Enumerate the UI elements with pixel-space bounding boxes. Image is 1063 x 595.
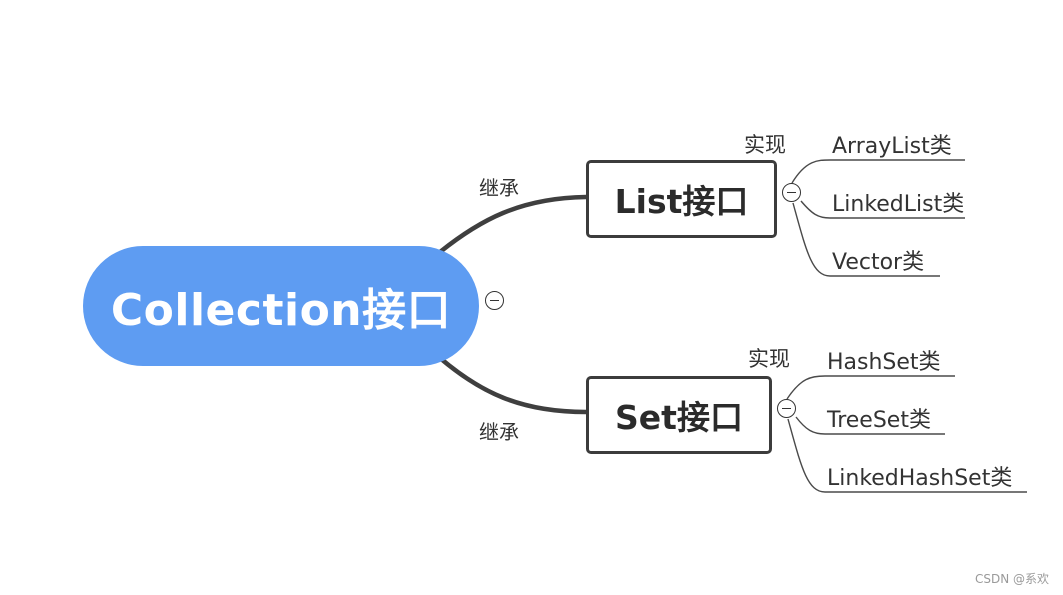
set-interface-label: Set接口 [615,398,743,437]
collapse-icon[interactable] [777,399,796,418]
edge-root-to-set [437,355,589,415]
list-interface-label: List接口 [614,182,749,221]
collapse-icon[interactable] [485,291,504,310]
leaf-node[interactable]: LinkedList类 [832,192,965,217]
edge-label-list: 继承 [479,176,519,200]
leaf-connector-list-2 [800,200,965,219]
leaf-node[interactable]: ArrayList类 [832,134,952,159]
collapse-icon[interactable] [782,183,801,202]
implement-label-list: 实现 [744,133,786,157]
edge-root-to-list [437,194,589,255]
leaf-connector-set-3 [787,418,1027,493]
leaf-connector-set-2 [795,416,945,435]
set-interface-node[interactable]: Set接口 [586,376,772,454]
list-interface-node[interactable]: List接口 [586,160,777,238]
leaf-connector-set-1 [786,375,955,400]
leaf-node[interactable]: TreeSet类 [827,408,931,433]
watermark: CSDN @系欢 [974,572,1049,586]
edge-label-set: 继承 [479,420,519,444]
leaf-node[interactable]: LinkedHashSet类 [827,466,1013,491]
root-node-label: Collection接口 [110,285,452,336]
leaf-connector-list-1 [791,159,965,184]
implement-label-set: 实现 [748,347,790,371]
root-node[interactable]: Collection接口 [83,246,479,366]
leaf-node[interactable]: HashSet类 [827,350,941,375]
leaf-node[interactable]: Vector类 [832,250,925,275]
leaf-connector-list-3 [792,202,940,277]
